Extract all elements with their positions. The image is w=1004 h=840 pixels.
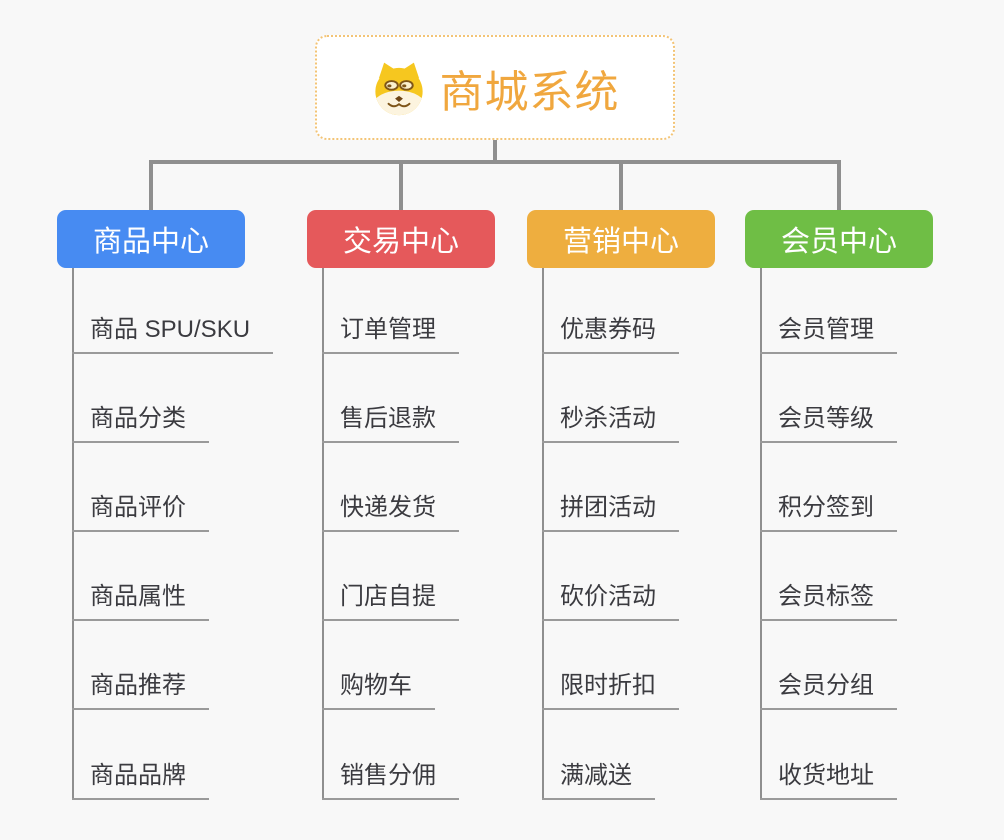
root-title: 商城系统 (439, 67, 620, 117)
node-aftersale-refund[interactable]: 售后退款 (322, 405, 459, 443)
node-product-brand[interactable]: 商品品牌 (72, 762, 209, 800)
node-member-tag[interactable]: 会员标签 (760, 583, 897, 621)
branch-line-trade (322, 268, 324, 800)
node-coupon-code[interactable]: 优惠券码 (542, 316, 679, 354)
connector-drop-trade (399, 162, 403, 210)
branch-member-center: 会员中心 会员管理 会员等级 积分签到 会员标签 会员分组 收货地址 (745, 210, 1004, 800)
node-product-recommend[interactable]: 商品推荐 (72, 672, 209, 710)
node-limited-time-discount[interactable]: 限时折扣 (542, 672, 679, 710)
node-product-spu-sku[interactable]: 商品 SPU/SKU (72, 316, 274, 354)
node-product-attribute[interactable]: 商品属性 (72, 583, 209, 621)
branch-marketing-center: 营销中心 优惠券码 秒杀活动 拼团活动 砍价活动 限时折扣 满减送 (527, 210, 807, 800)
branch-header-marketing[interactable]: 营销中心 (527, 210, 715, 268)
node-product-review[interactable]: 商品评价 (72, 494, 209, 532)
node-member-group[interactable]: 会员分组 (760, 672, 897, 710)
node-shopping-cart[interactable]: 购物车 (322, 672, 435, 710)
node-flash-sale[interactable]: 秒杀活动 (542, 405, 679, 443)
node-product-category[interactable]: 商品分类 (72, 405, 209, 443)
branch-product-center: 商品中心 商品 SPU/SKU 商品分类 商品评价 商品属性 商品推荐 商品品牌 (57, 210, 337, 800)
connector-drop-marketing (619, 162, 623, 210)
node-shipping-address[interactable]: 收货地址 (760, 762, 897, 800)
node-express-delivery[interactable]: 快递发货 (322, 494, 459, 532)
branch-header-product[interactable]: 商品中心 (57, 210, 245, 268)
node-points-checkin[interactable]: 积分签到 (760, 494, 897, 532)
branch-trade-center: 交易中心 订单管理 售后退款 快递发货 门店自提 购物车 销售分佣 (307, 210, 587, 800)
root-node[interactable]: 商城系统 (315, 35, 675, 140)
node-full-reduction[interactable]: 满减送 (542, 762, 655, 800)
connector-drop-product (149, 162, 153, 210)
branch-line-member (760, 268, 762, 800)
node-member-management[interactable]: 会员管理 (760, 316, 897, 354)
node-group-buying[interactable]: 拼团活动 (542, 494, 679, 532)
branch-header-member[interactable]: 会员中心 (745, 210, 933, 268)
connector-drop-member (837, 162, 841, 210)
node-order-management[interactable]: 订单管理 (322, 316, 459, 354)
connector-horizontal (149, 160, 841, 164)
node-bargain-activity[interactable]: 砍价活动 (542, 583, 679, 621)
dog-face-icon (374, 62, 423, 115)
node-member-level[interactable]: 会员等级 (760, 405, 897, 443)
branch-line-marketing (542, 268, 544, 800)
connector-root-vertical (493, 139, 497, 163)
node-store-pickup[interactable]: 门店自提 (322, 583, 459, 621)
branch-line-product (72, 268, 74, 800)
branch-header-trade[interactable]: 交易中心 (307, 210, 495, 268)
node-sales-commission[interactable]: 销售分佣 (322, 762, 459, 800)
